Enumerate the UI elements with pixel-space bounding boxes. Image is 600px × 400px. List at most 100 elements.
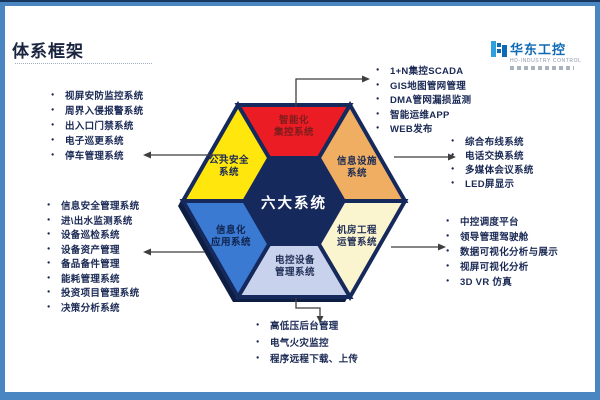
list-item-label: 领导管理驾驶舱 bbox=[460, 231, 529, 243]
bullet-icon: ● bbox=[446, 232, 450, 239]
list-item: ● 电子巡更系统 bbox=[51, 132, 143, 147]
segment-label-room-ops: 机房工程 运管系统 bbox=[336, 225, 377, 248]
logo-name: 华东工控 bbox=[510, 42, 567, 57]
bullet-icon: ● bbox=[446, 262, 450, 269]
list-item: ● 进\出水监测系统 bbox=[47, 213, 139, 228]
bullet-icon: ● bbox=[256, 355, 260, 362]
list-item: ● 高低压后台管理 bbox=[256, 317, 358, 334]
list-item: ● 视屏安防监控系统 bbox=[51, 87, 143, 102]
bullet-icon: ● bbox=[376, 81, 380, 88]
list-item-label: 中控调度平台 bbox=[460, 216, 519, 228]
list-item-label: 视屏可视化分析 bbox=[460, 261, 529, 273]
list-item: ● 数据可视化分析与展示 bbox=[446, 243, 558, 258]
bullet-icon: ● bbox=[47, 274, 51, 281]
list-item: ●周界入侵报警系统 bbox=[51, 102, 143, 117]
list-item: ● GIS地图管网管理 bbox=[376, 78, 471, 93]
list-item: ● 领导管理驾驶舱 bbox=[446, 228, 558, 243]
bullet-icon: ● bbox=[47, 260, 51, 267]
bullet-icon: ● bbox=[51, 106, 55, 113]
logo-tagline-microtext bbox=[510, 66, 574, 70]
hexagon-center bbox=[242, 156, 346, 246]
bullet-icon: ● bbox=[47, 289, 51, 296]
bullet-icon: ● bbox=[376, 67, 380, 74]
list-item-label: 出入口门禁系统 bbox=[65, 120, 134, 132]
list-item: ● 停车管理系统 bbox=[51, 147, 143, 162]
list-item-label: 多媒体会议系统 bbox=[465, 165, 534, 176]
list-item: ●LED屏显示 bbox=[451, 176, 534, 190]
list-item-label: 设备资产管理 bbox=[61, 244, 120, 256]
bullet-icon: ● bbox=[376, 96, 380, 103]
frame-top-line bbox=[0, 0, 600, 2]
list-item-label: GIS地图管网管理 bbox=[390, 80, 467, 92]
list-item-label: 高低压后台管理 bbox=[270, 321, 339, 333]
bullet-icon: ● bbox=[51, 91, 55, 98]
list-item-label: 能耗管理系统 bbox=[61, 273, 120, 285]
list-item-label: 智能运维APP bbox=[390, 109, 450, 121]
bullet-icon: ● bbox=[51, 136, 55, 143]
list-item: ● 投资项目管理系统 bbox=[47, 285, 139, 300]
list-item: ● 出入口门禁系统 bbox=[51, 117, 143, 132]
list-item-label: 备品备件管理 bbox=[61, 259, 120, 271]
bullet-icon: ● bbox=[256, 322, 260, 329]
bullet-icon: ● bbox=[451, 152, 455, 158]
list-item-label: 进\出水监测系统 bbox=[61, 215, 133, 227]
bullet-icon: ● bbox=[446, 277, 450, 284]
bullet-icon: ● bbox=[47, 245, 51, 252]
list-item-label: 视屏安防监控系统 bbox=[65, 90, 144, 102]
list-item-label: 电气火灾监控 bbox=[270, 337, 329, 349]
segment-label-smart-control: 智能化 集控系统 bbox=[273, 115, 314, 138]
bullet-icon: ● bbox=[446, 247, 450, 254]
segment-label-public-security: 公共安全 系统 bbox=[208, 155, 249, 178]
arrowhead-down-icon bbox=[316, 316, 324, 323]
bullet-icon: ● bbox=[451, 166, 455, 172]
list-item: ● 备品备件管理 bbox=[47, 256, 139, 271]
list-item-label: 数据可视化分析与展示 bbox=[460, 246, 559, 258]
bullet-icon: ● bbox=[451, 180, 455, 186]
bullet-icon: ● bbox=[47, 202, 51, 209]
list-room-ops: ●中控调度平台●领导管理驾驶舱●数据可视化分析与展示●视屏可视化分析●3D VR… bbox=[446, 213, 558, 288]
list-item: ● 决策分析系统 bbox=[47, 300, 139, 315]
segment-label-info-facility: 信息设施 系统 bbox=[336, 156, 377, 179]
bullet-icon: ● bbox=[51, 121, 55, 128]
list-public-security: ●视屏安防监控系统●周界入侵报警系统●出入口门禁系统●电子巡更系统●停车管理系统 bbox=[51, 87, 143, 162]
list-item-label: 信息安全管理系统 bbox=[61, 201, 140, 213]
logo-mark-icon bbox=[491, 40, 507, 57]
list-item-label: DMA管网漏损监测 bbox=[390, 95, 472, 107]
list-item: ● 1+N集控SCADA bbox=[376, 63, 471, 78]
list-info-facility: ● 综合布线系统 ● 电话交换系统 ● 多媒体会议系统●LED屏显示 bbox=[451, 134, 534, 190]
list-item-label: 电子巡更系统 bbox=[65, 135, 124, 147]
list-item: ●中控调度平台 bbox=[446, 213, 558, 228]
bullet-icon: ● bbox=[47, 303, 51, 310]
bullet-icon: ● bbox=[47, 216, 51, 223]
arrowhead-left-icon bbox=[143, 151, 151, 159]
list-smart-scada: ● 1+N集控SCADA ● GIS地图管网管理 ● DMA管网漏损监测 ● 智能运维APP ●… bbox=[376, 63, 471, 136]
company-logo: 华东工控 HD-INDUSTRY CONTROL bbox=[491, 39, 586, 70]
logo-subtitle: HD-INDUSTRY CONTROL bbox=[510, 58, 582, 64]
bullet-icon: ● bbox=[51, 151, 55, 158]
list-item-label: 综合布线系统 bbox=[465, 137, 524, 148]
bullet-icon: ● bbox=[451, 138, 455, 144]
list-item-label: 投资项目管理系统 bbox=[61, 288, 140, 300]
list-info-application: ●信息安全管理系统●进\出水监测系统●设备巡检系统●设备资产管理●备品备件管理●… bbox=[47, 198, 139, 314]
list-item: ● 设备资产管理 bbox=[47, 242, 139, 257]
bullet-icon: ● bbox=[376, 110, 380, 117]
list-item-label: WEB发布 bbox=[390, 124, 433, 136]
list-item: ● 信息安全管理系统 bbox=[47, 198, 139, 213]
list-item: ● 综合布线系统 bbox=[451, 134, 534, 148]
list-item: ● 视屏可视化分析 bbox=[446, 258, 558, 273]
list-item-label: 设备巡检系统 bbox=[61, 230, 120, 242]
list-item-label: 1+N集控SCADA bbox=[390, 66, 464, 78]
list-item-label: 决策分析系统 bbox=[61, 302, 120, 314]
list-item: ● 电话交换系统 bbox=[451, 148, 534, 162]
arrowhead-right-icon bbox=[362, 75, 370, 83]
list-item: ●电气火灾监控 bbox=[256, 334, 358, 351]
list-item: ● DMA管网漏损监测 bbox=[376, 92, 471, 107]
arrowhead-right-icon bbox=[438, 243, 446, 251]
list-item-label: 电话交换系统 bbox=[465, 151, 524, 162]
bullet-icon: ● bbox=[376, 125, 380, 132]
list-item-label: 停车管理系统 bbox=[65, 150, 124, 162]
list-item-label: 程序远程下载、上传 bbox=[270, 354, 359, 366]
arrowhead-right-icon bbox=[448, 153, 456, 161]
